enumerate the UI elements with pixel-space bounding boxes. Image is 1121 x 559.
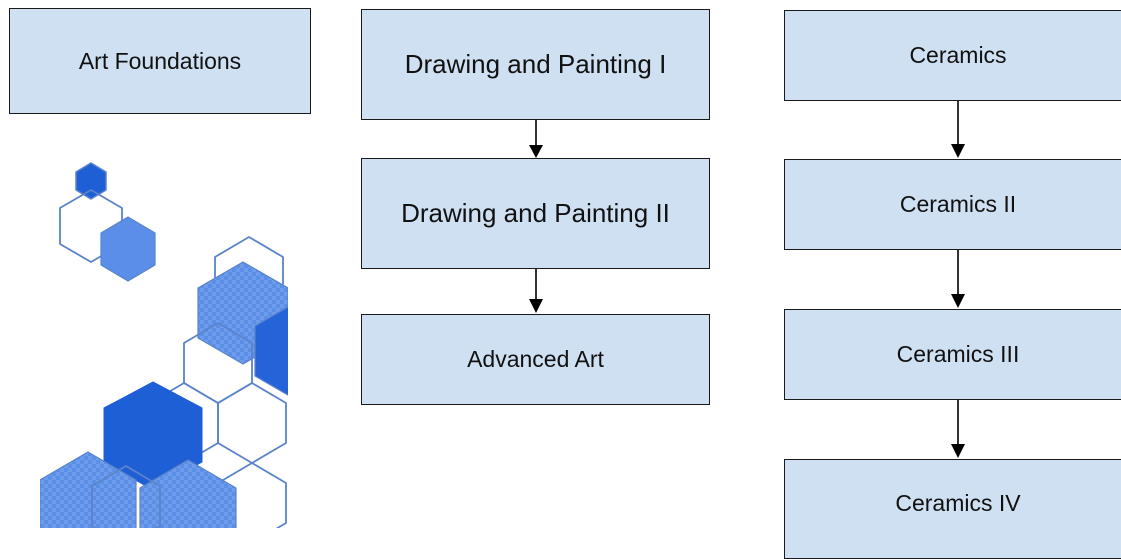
box-advanced-art: Advanced Art: [361, 314, 710, 405]
box-ceramics-1: Ceramics: [784, 10, 1121, 101]
box-label: Advanced Art: [467, 346, 604, 372]
box-label: Drawing and Painting I: [404, 49, 667, 79]
box-ceramics-2: Ceramics II: [784, 159, 1121, 250]
box-ceramics-3: Ceramics III: [784, 309, 1121, 400]
arrow-connector: [529, 269, 543, 313]
hexagon-shape: [100, 216, 156, 282]
hexagon-shape: [75, 162, 107, 200]
box-drawing-painting-1: Drawing and Painting I: [361, 9, 710, 120]
hexagon-shape: [217, 382, 287, 464]
box-label: Drawing and Painting II: [401, 198, 670, 228]
arrow-connector: [529, 120, 543, 158]
box-label: Art Foundations: [78, 47, 242, 74]
box-label: Ceramics: [909, 42, 1007, 68]
box-label: Ceramics III: [896, 341, 1020, 367]
hexagon-cluster-graphic: [40, 162, 288, 528]
hexagon-shape: [40, 451, 137, 528]
box-art-foundations: Art Foundations: [9, 8, 311, 114]
arrow-connector: [951, 400, 965, 458]
arrow-connector: [951, 250, 965, 308]
hexagon-shape: [59, 189, 123, 263]
box-label: Ceramics II: [899, 191, 1017, 217]
hexagon-shape: [139, 459, 237, 528]
hexagon-shape: [254, 306, 288, 396]
box-ceramics-4: Ceramics IV: [784, 459, 1121, 559]
box-drawing-painting-2: Drawing and Painting II: [361, 158, 710, 269]
arrow-connector: [951, 101, 965, 158]
hexagon-shape: [91, 465, 161, 528]
box-label: Ceramics IV: [895, 490, 1021, 516]
